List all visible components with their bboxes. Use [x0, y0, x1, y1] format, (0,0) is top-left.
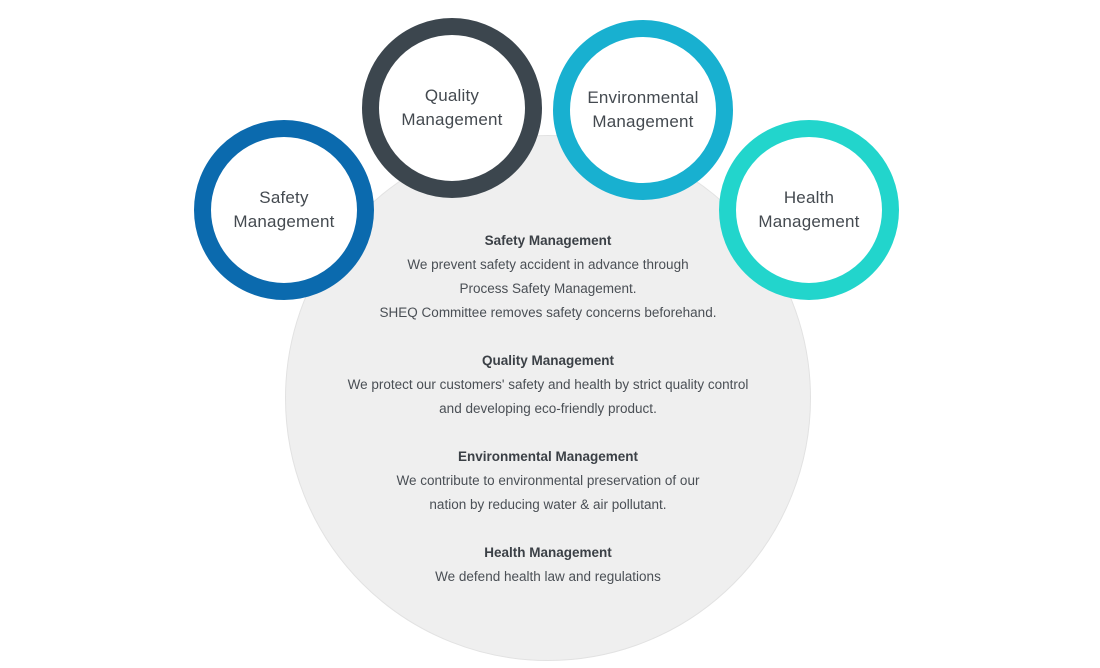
safety-description-line: Process Safety Management.: [459, 281, 637, 296]
safety-description: Safety Management We prevent safety acci…: [298, 229, 798, 325]
environmental-management-ring: Environmental Management: [553, 20, 733, 200]
quality-description-line: We protect our customers' safety and hea…: [347, 377, 749, 392]
quality-description-title: Quality Management: [481, 353, 615, 368]
health-description-title: Health Management: [484, 545, 612, 560]
quality-description-line: and developing eco-friendly product.: [439, 401, 657, 416]
health-description-line: We defend health law and regulations: [435, 569, 661, 584]
health-description: Health Management We defend health law a…: [298, 541, 798, 589]
quality-description: Quality Management We protect our custom…: [298, 349, 798, 421]
environmental-description: Environmental Management We contribute t…: [298, 445, 798, 517]
safety-description-title: Safety Management: [484, 233, 612, 248]
environmental-management-ring-label: Environmental Management: [587, 88, 699, 131]
safety-description-line: SHEQ Committee removes safety concerns b…: [379, 305, 717, 320]
safety-description-line: We prevent safety accident in advance th…: [407, 257, 689, 272]
environmental-description-title: Environmental Management: [457, 449, 639, 464]
environmental-description-line: We contribute to environmental preservat…: [396, 473, 700, 488]
quality-management-ring-label: Quality Management: [401, 86, 503, 129]
safety-management-ring-label: Safety Management: [233, 188, 335, 231]
health-management-ring-label: Health Management: [758, 188, 860, 231]
quality-management-ring: Quality Management: [362, 18, 542, 198]
environmental-description-line: nation by reducing water & air pollutant…: [429, 497, 667, 512]
